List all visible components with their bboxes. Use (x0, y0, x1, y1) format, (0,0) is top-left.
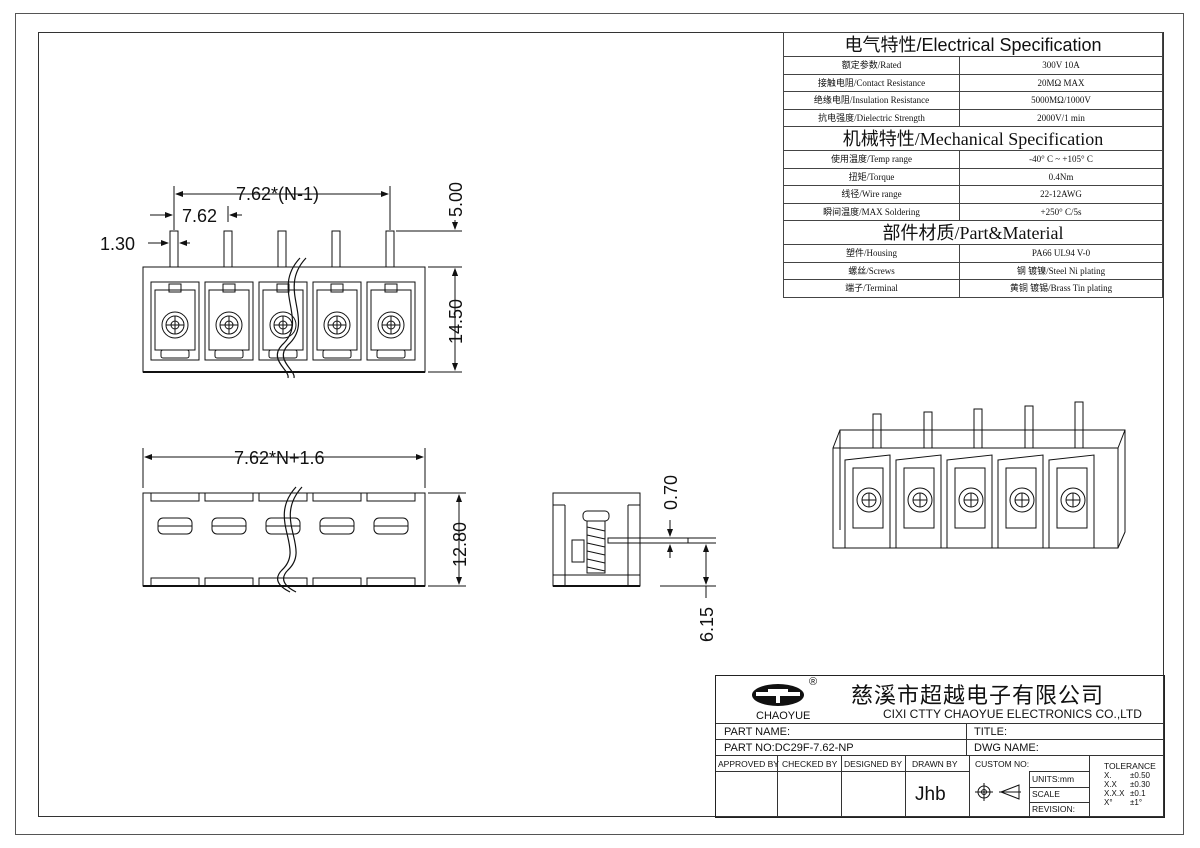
bottom-view-body (142, 492, 426, 587)
approved-by-label: APPROVED BY (718, 759, 779, 769)
dim-body-height: 14.50 (446, 299, 466, 344)
title-block: ® CHAOYUE 慈溪市超越电子有限公司 CIXI CTTY CHAOYUE … (715, 675, 1165, 818)
dim-top-pitch: 7.62 (182, 206, 217, 226)
terminal-cell (204, 281, 254, 361)
dim-side-top: 0.70 (661, 475, 681, 510)
spec-value: +250° C/5s (959, 202, 1163, 221)
title-label: TITLE: (974, 726, 1008, 738)
iso-cell (1048, 454, 1095, 549)
tolerance-value: ±0.30 (1130, 780, 1150, 789)
dim-pin-height: 5.00 (446, 182, 466, 217)
logo-mark: ® (809, 676, 818, 688)
iso-cell (946, 454, 993, 549)
bottom-cell (312, 492, 362, 587)
chaoyue-logo-icon (752, 684, 804, 706)
spec-value: 5000MΩ/1000V (959, 91, 1163, 110)
dim-bottom-height: 12.80 (450, 522, 470, 567)
dim-bottom-width: 7.62*N+1.6 (234, 448, 325, 468)
company-name-en: CIXI CTTY CHAOYUE ELECTRONICS CO.,LTD (883, 707, 1142, 721)
bottom-cell (366, 492, 416, 587)
side-view (552, 492, 689, 587)
isometric-view (832, 401, 1126, 549)
spec-value: 黄铜 镀锡/Brass Tin plating (959, 279, 1163, 298)
part-no: PART NO:DC29F-7.62-NP (724, 742, 854, 754)
electrical-spec-title: 电气特性/Electrical Specification (783, 32, 1163, 57)
company-name-cn: 慈溪市超越电子有限公司 (851, 684, 1105, 709)
terminal-cell (366, 281, 416, 361)
tolerance-key: X.X.X (1104, 789, 1125, 798)
inner-border (38, 32, 1164, 817)
bottom-cell (150, 492, 200, 587)
tolerance-value: ±0.1 (1130, 789, 1146, 798)
spec-label: 抗电强度/Dielectric Strength (783, 108, 960, 127)
custom-no-label: CUSTOM NO: (975, 759, 1030, 769)
outer-border (15, 13, 1184, 835)
spec-label: 使用温度/Temp range (783, 150, 960, 169)
spec-label: 扭矩/Torque (783, 167, 960, 186)
spec-value: -40° C ~ +105° C (959, 150, 1163, 169)
terminal-cell (312, 281, 362, 361)
bottom-view-cells (150, 492, 416, 587)
spec-value: 0.4Nm (959, 167, 1163, 186)
tolerance-value: ±1° (1130, 798, 1143, 807)
iso-cell (844, 454, 891, 549)
specification-table: 电气特性/Electrical Specification 额定参数/Rated… (783, 32, 1163, 298)
dwg-name-label: DWG NAME: (974, 742, 1039, 754)
top-view-pins (169, 230, 395, 268)
top-view-cells (150, 281, 416, 361)
tolerance-label: TOLERANCE (1104, 761, 1156, 771)
top-view-body (142, 266, 426, 373)
spec-value: 钢 镀镍/Steel Ni plating (959, 261, 1163, 280)
units-label: UNITS:mm (1032, 774, 1075, 784)
iso-cell (895, 454, 942, 549)
terminal-cell (150, 281, 200, 361)
drawn-by-label: DRAWN BY (912, 759, 958, 769)
dim-pin-width: 1.30 (100, 234, 135, 254)
spec-label: 塑件/Housing (783, 244, 960, 263)
dim-side-bottom: 6.15 (697, 607, 717, 642)
part-name-label: PART NAME: (724, 726, 791, 738)
drawn-by-value: Jhb (915, 784, 946, 805)
spec-label: 绝缘电阻/Insulation Resistance (783, 91, 960, 110)
spec-value: PA66 UL94 V-0 (959, 244, 1163, 263)
tolerance-key: X. (1104, 771, 1112, 780)
spec-label: 线径/Wire range (783, 185, 960, 204)
terminal-cell (258, 281, 308, 361)
designed-by-label: DESIGNED BY (844, 759, 903, 769)
tolerance-key: X.X (1104, 780, 1117, 789)
spec-value: 20MΩ MAX (959, 73, 1163, 92)
revision-label: REVISION: (1032, 804, 1075, 814)
spec-label: 瞬间温度/MAX Soldering (783, 202, 960, 221)
spec-label: 额定参数/Rated (783, 56, 960, 75)
spec-label: 端子/Terminal (783, 279, 960, 298)
tolerance-key: X° (1104, 798, 1113, 807)
spec-value: 2000V/1 min (959, 108, 1163, 127)
checked-by-label: CHECKED BY (782, 759, 838, 769)
spec-label: 接触电阻/Contact Resistance (783, 73, 960, 92)
bottom-cell (204, 492, 254, 587)
spec-value: 22-12AWG (959, 185, 1163, 204)
tolerance-value: ±0.50 (1130, 771, 1150, 780)
mechanical-spec-title: 机械特性/Mechanical Specification (783, 126, 1163, 151)
scale-label: SCALE (1032, 789, 1060, 799)
spec-label: 螺丝/Screws (783, 261, 960, 280)
dim-top-pitch-total: 7.62*(N-1) (236, 184, 319, 204)
bottom-cell (258, 492, 308, 587)
material-spec-title: 部件材质/Part&Material (783, 220, 1163, 245)
projection-symbol-icon (975, 783, 1021, 801)
spec-value: 300V 10A (959, 56, 1163, 75)
logo-text: CHAOYUE (756, 710, 811, 722)
iso-cell (997, 454, 1044, 549)
